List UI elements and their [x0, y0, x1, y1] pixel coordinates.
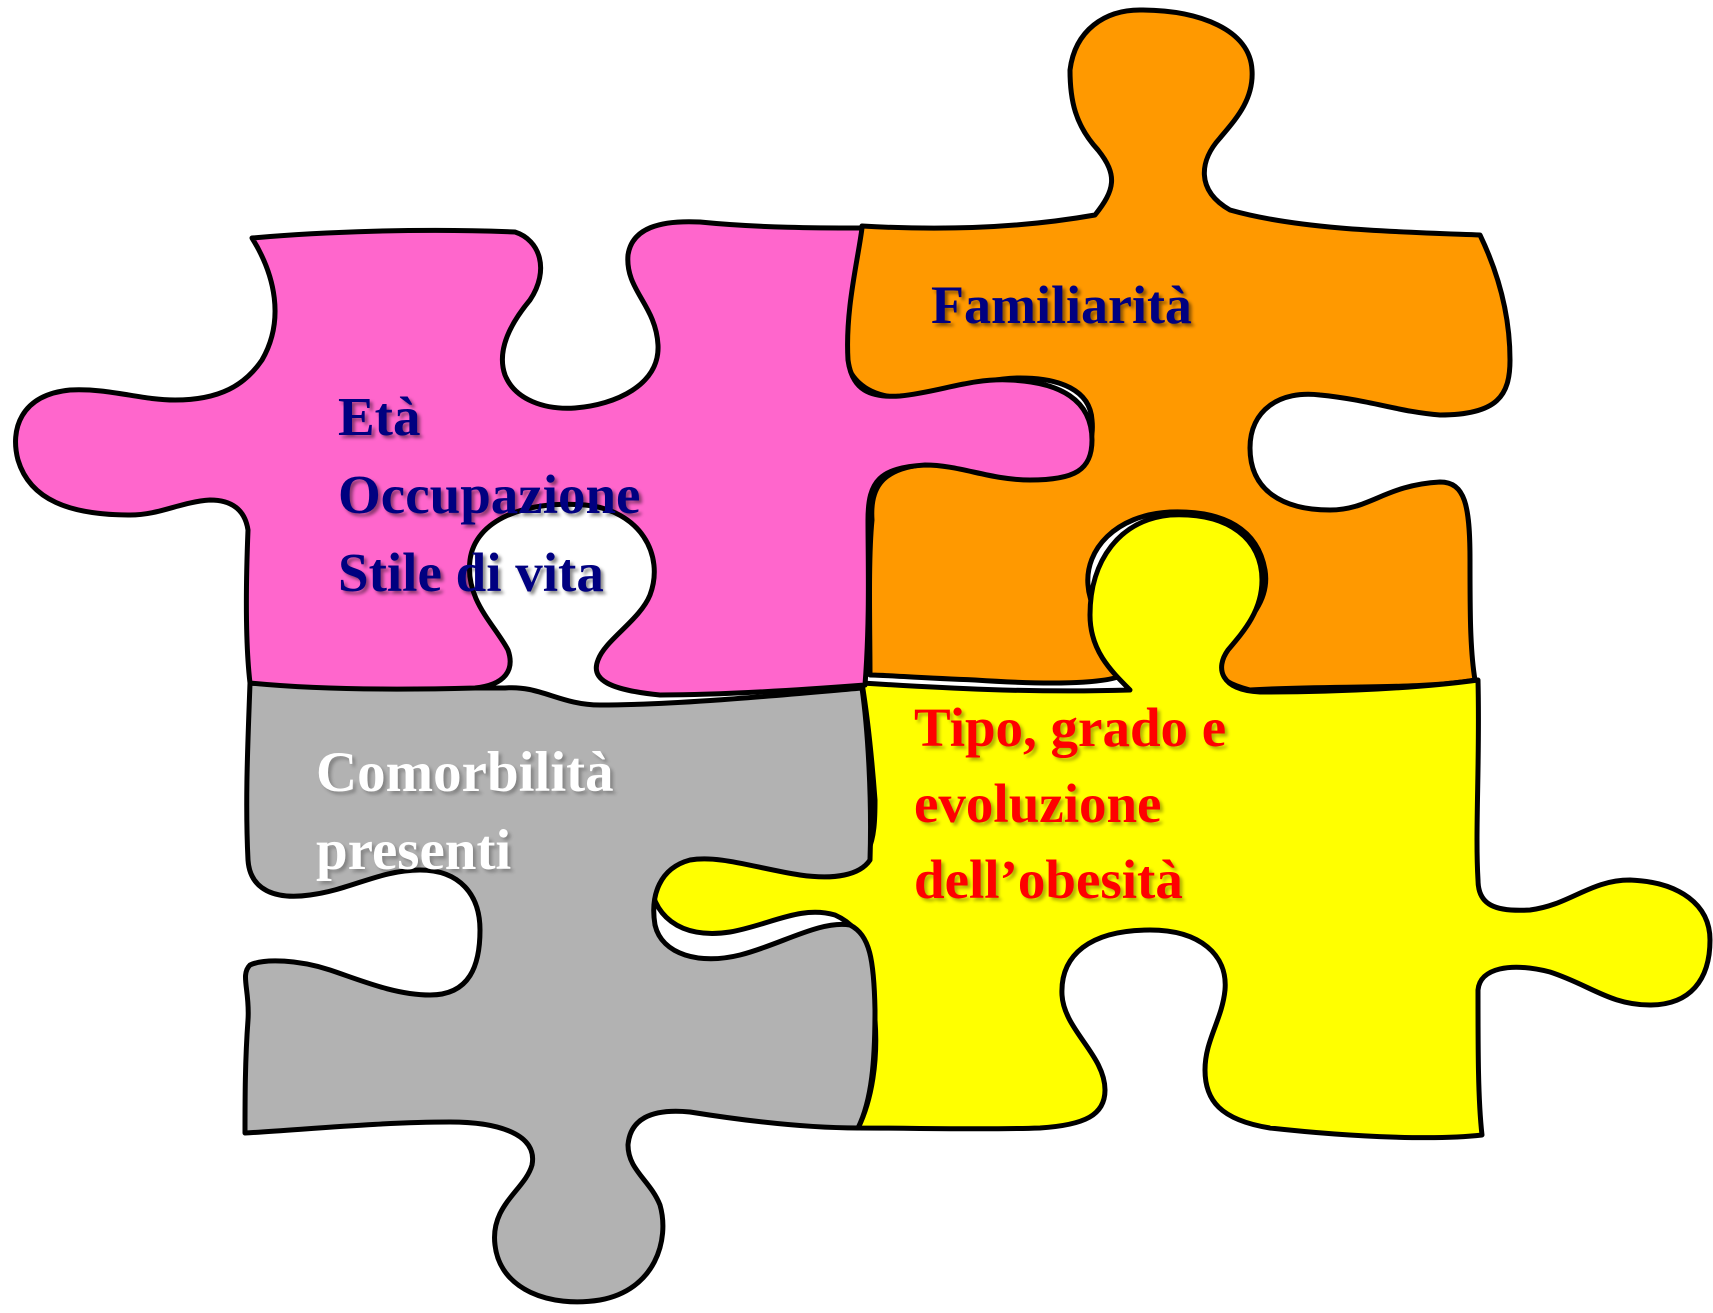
label-line-occupazione: Occupazione	[338, 464, 641, 525]
label-line-stile-di-vita: Stile di vita	[338, 542, 604, 603]
piece-label-familiarita: Familiarità	[931, 278, 1192, 332]
label-line-obesita: dell’obesità	[914, 849, 1183, 910]
label-line-eta: Età	[338, 386, 421, 447]
piece-label-eta: Età Occupazione Stile di vita	[338, 378, 640, 612]
piece-label-comorbilita: Comorbilità presenti	[316, 734, 614, 890]
label-line-familiarita: Familiarità	[931, 275, 1192, 335]
puzzle-piece-eta	[13, 219, 1095, 698]
label-line-presenti: presenti	[316, 819, 512, 882]
label-line-tipo-grado: Tipo, grado e	[914, 697, 1227, 758]
puzzle-piece-comorbilita	[242, 680, 878, 1305]
label-line-comorbilita: Comorbilità	[316, 741, 614, 804]
puzzle-piece-obesita	[647, 512, 1713, 1141]
piece-label-obesita: Tipo, grado e evoluzione dell’obesità	[914, 690, 1226, 918]
label-line-evoluzione: evoluzione	[914, 773, 1162, 834]
